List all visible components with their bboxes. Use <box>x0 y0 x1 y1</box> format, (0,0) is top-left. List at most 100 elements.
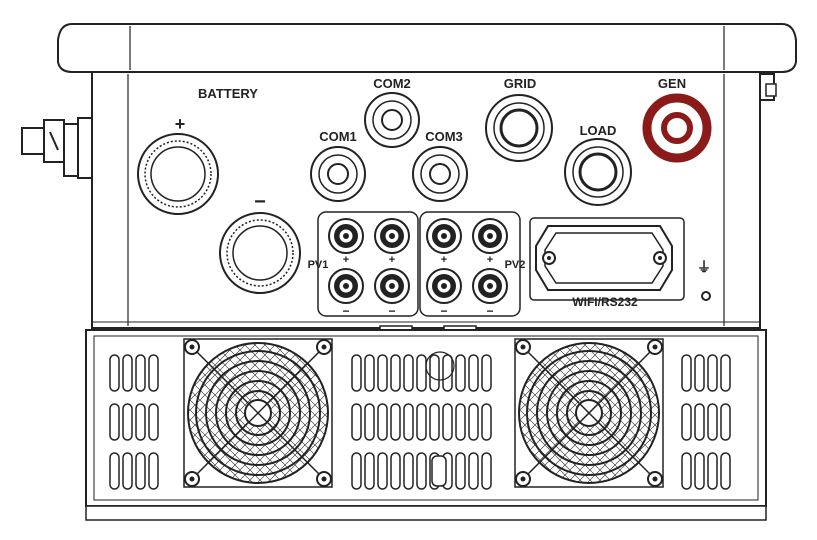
fan-left <box>183 338 333 488</box>
vent-slot <box>135 354 146 392</box>
grid-port <box>485 94 553 162</box>
wifi-rs232-label: WIFI/RS232 <box>572 295 638 309</box>
vent-slot <box>416 354 427 392</box>
com3-label: COM3 <box>425 129 463 144</box>
pv-connector <box>328 268 364 304</box>
vent-slot <box>351 452 362 490</box>
vent-slot <box>351 354 362 392</box>
vent-slot <box>707 452 718 490</box>
vent-slot <box>122 452 133 490</box>
vent-slot <box>429 403 440 441</box>
vent-slot <box>707 403 718 441</box>
vent-slot <box>694 354 705 392</box>
gen-port <box>642 93 712 163</box>
load-port <box>564 138 632 206</box>
com1-port <box>310 146 366 202</box>
com2-port <box>364 92 420 148</box>
vent-slot <box>681 452 692 490</box>
vent-slot <box>109 354 120 392</box>
vent-slot <box>109 403 120 441</box>
vent-slot <box>148 354 159 392</box>
pv1-a-minus: − <box>342 304 349 318</box>
vent-slot <box>720 354 731 392</box>
vent-slot <box>429 354 440 392</box>
pv-connector <box>426 218 462 254</box>
vent-slots <box>109 354 731 490</box>
pv-connectors <box>328 218 508 304</box>
battery-label: BATTERY <box>198 86 258 101</box>
load-label: LOAD <box>580 123 617 138</box>
vent-slot <box>468 403 479 441</box>
fan-right <box>514 338 664 488</box>
pv-connector <box>472 268 508 304</box>
vent-slot <box>377 452 388 490</box>
com2-label: COM2 <box>373 76 411 91</box>
vent-slot <box>681 403 692 441</box>
vent-slot <box>468 354 479 392</box>
pv-connector <box>374 218 410 254</box>
pv1-a-plus: + <box>343 254 349 266</box>
battery-negative-port <box>219 212 301 294</box>
vent-slot <box>109 452 120 490</box>
vent-slot <box>720 452 731 490</box>
pv2-a-minus: − <box>440 304 447 318</box>
grid-label: GRID <box>504 76 537 91</box>
vent-slot <box>364 403 375 441</box>
pv1-b-minus: − <box>388 304 395 318</box>
vent-slot <box>148 452 159 490</box>
vent-slot <box>135 452 146 490</box>
vent-slot <box>351 403 362 441</box>
vent-slot <box>377 354 388 392</box>
pv2-a-plus: + <box>441 254 447 266</box>
battery-positive-sign: + <box>175 114 186 134</box>
vent-slot <box>707 354 718 392</box>
pv-connector <box>472 218 508 254</box>
vent-slot <box>468 452 479 490</box>
vent-slot <box>455 403 466 441</box>
vent-slot <box>720 403 731 441</box>
vent-slot <box>455 452 466 490</box>
vent-slot <box>481 452 492 490</box>
vent-slot <box>364 452 375 490</box>
com3-port <box>412 146 468 202</box>
vent-slot <box>681 354 692 392</box>
vent-slot <box>416 403 427 441</box>
pv-connector <box>374 268 410 304</box>
vent-slot <box>416 452 427 490</box>
vent-slot <box>390 452 401 490</box>
dc-switch <box>21 117 93 179</box>
pv1-label: PV1 <box>308 259 329 271</box>
vent-slot <box>122 403 133 441</box>
center-heatsink-detail <box>425 351 455 487</box>
ground-screw <box>701 291 711 301</box>
vent-slot <box>403 403 414 441</box>
vent-slot <box>377 403 388 441</box>
vent-slot <box>481 403 492 441</box>
vent-slot <box>481 354 492 392</box>
vent-slot <box>442 403 453 441</box>
battery-positive-port <box>137 133 219 215</box>
battery-negative-sign: − <box>254 191 266 213</box>
vent-slot <box>694 452 705 490</box>
vent-slot <box>442 354 453 392</box>
wifi-rs232-port <box>529 217 685 301</box>
vent-slot <box>403 354 414 392</box>
vent-slot <box>135 403 146 441</box>
vent-slot <box>390 403 401 441</box>
top-cover <box>57 23 797 73</box>
pv-connector <box>426 268 462 304</box>
ground-icon: ⏚ <box>697 259 711 275</box>
vent-slot <box>694 403 705 441</box>
pv2-b-minus: − <box>486 304 493 318</box>
pv2-label: PV2 <box>505 259 526 271</box>
vent-slot <box>122 354 133 392</box>
com1-label: COM1 <box>319 129 357 144</box>
vent-slot <box>403 452 414 490</box>
gen-label: GEN <box>658 76 686 91</box>
right-bracket <box>759 73 777 101</box>
pv1-b-plus: + <box>389 254 395 266</box>
vent-slot <box>455 354 466 392</box>
vent-slot <box>148 403 159 441</box>
pv-connector <box>328 218 364 254</box>
